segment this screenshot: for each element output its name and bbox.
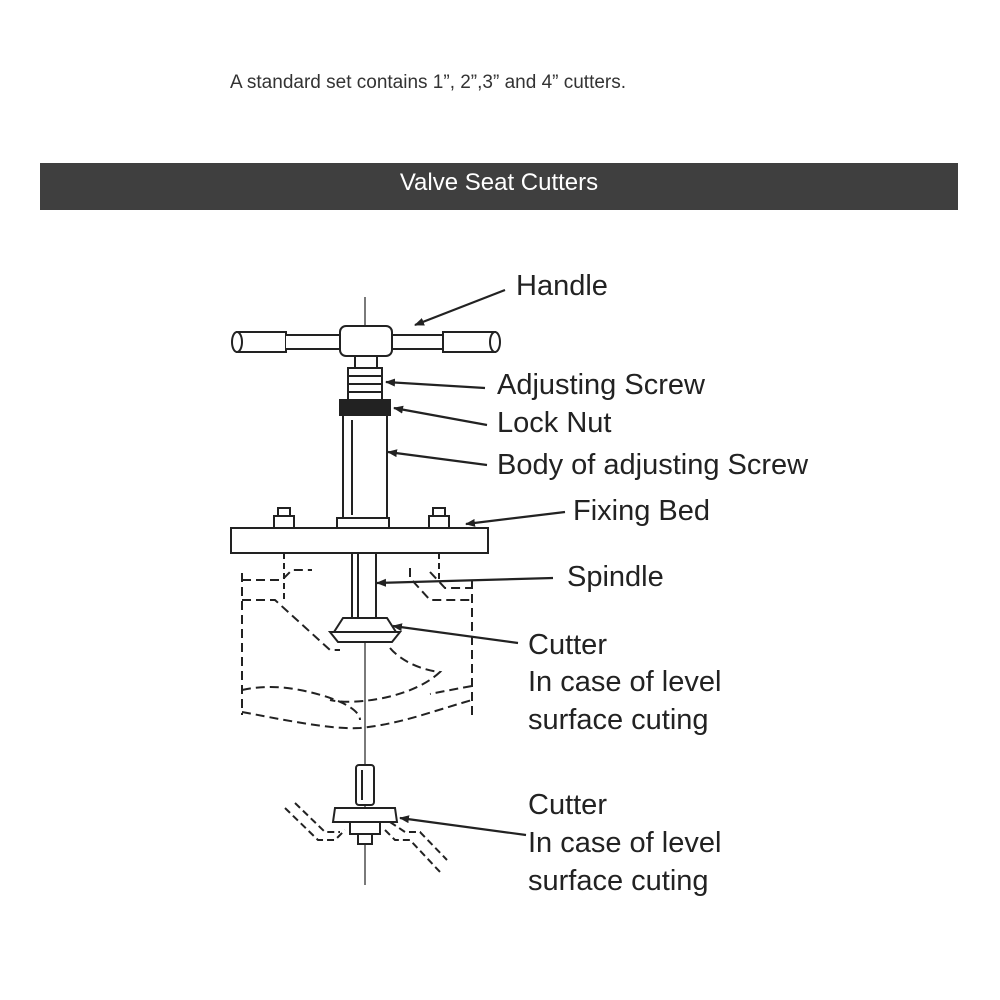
valve-body-outline — [241, 568, 473, 730]
arrow-icon — [399, 815, 527, 837]
banner-title: Valve Seat Cutters — [399, 169, 599, 196]
cutter-1-drawing — [327, 617, 403, 643]
arrow-icon — [376, 576, 554, 587]
cutter-1-line-2: In case of level — [528, 666, 722, 698]
fixing-bed-label: Fixing Bed — [573, 495, 711, 527]
spindle-label: Spindle — [567, 561, 664, 593]
cutter-2-drawing — [284, 764, 448, 873]
cutter-2-line-2: In case of level — [528, 827, 722, 859]
lock-nut-label: Lock Nut — [497, 407, 612, 439]
arrow-icon — [385, 378, 486, 390]
arrow-icon — [387, 449, 488, 467]
handle-label: Handle — [516, 270, 608, 302]
lock-nut-drawing — [339, 399, 391, 416]
cutter-2-title: Cutter — [528, 789, 607, 821]
section-banner: Valve Seat Cutters — [40, 163, 958, 210]
adjusting-screw-label: Adjusting Screw — [497, 369, 705, 401]
arrow-icon — [465, 510, 566, 527]
body-of-adjusting-screw-label: Body of adjusting Screw — [497, 449, 809, 481]
arrow-icon — [414, 288, 506, 327]
arrow-icon — [393, 405, 488, 427]
handle-drawing — [231, 325, 501, 357]
cutter-1-line-3: surface cuting — [528, 704, 709, 736]
fixing-bed-drawing — [230, 507, 489, 600]
adjusting-screw-drawing — [347, 355, 383, 401]
cutter-1-title: Cutter — [528, 629, 607, 661]
spindle-drawing — [351, 552, 377, 619]
adjusting-screw-body-drawing — [336, 414, 390, 529]
intro-text: A standard set contains 1”, 2”,3” and 4”… — [230, 72, 627, 93]
cutter-2-line-3: surface cuting — [528, 865, 709, 897]
arrow-icon — [392, 623, 519, 645]
